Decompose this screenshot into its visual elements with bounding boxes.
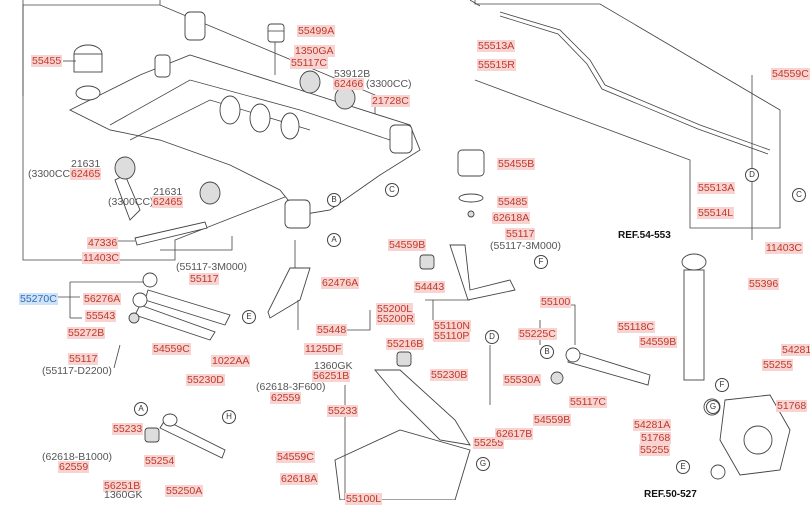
part-label-11403C[interactable]: 11403C: [82, 252, 121, 264]
part-label-54281A[interactable]: 54281A: [633, 419, 672, 431]
callout-F: F: [534, 255, 548, 269]
engine-note-3300cc: (3300CC): [28, 168, 74, 180]
part-label-55233[interactable]: 55233: [112, 423, 144, 435]
part-label-54559B[interactable]: 54559B: [639, 336, 678, 348]
callout-G-right: G: [706, 400, 720, 414]
part-label-1360GK[interactable]: 1360GK: [104, 489, 143, 501]
part-label-55270C-selected[interactable]: 55270C: [19, 293, 58, 305]
part-label-56276A[interactable]: 56276A: [83, 293, 122, 305]
callout-B-lower: B: [540, 345, 554, 359]
part-label-55543[interactable]: 55543: [85, 310, 117, 322]
part-label-55230D[interactable]: 55230D: [186, 374, 225, 386]
part-label-cut[interactable]: 55100L: [345, 493, 383, 505]
callout-E-right: E: [676, 460, 690, 474]
part-label-62559[interactable]: 62559: [270, 392, 302, 404]
part-label-62618A[interactable]: 62618A: [280, 473, 319, 485]
part-label-55117[interactable]: 55117: [505, 228, 536, 240]
part-label-55250A[interactable]: 55250A: [165, 485, 204, 497]
reference-link-54-553[interactable]: REF.54-553: [618, 230, 671, 241]
part-label-62476A[interactable]: 62476A: [321, 277, 360, 289]
engine-note-3300cc: (3300CC): [366, 78, 412, 90]
callout-B: B: [327, 193, 341, 207]
part-label-1360GK[interactable]: 1360GK: [314, 360, 353, 372]
part-label-55255[interactable]: 55255: [639, 444, 671, 456]
part-label-11403C[interactable]: 11403C: [765, 242, 804, 254]
part-note-55117-D2200: (55117-D2200): [42, 365, 112, 377]
callout-C-right: C: [792, 188, 806, 202]
part-label-62617B[interactable]: 62617B: [495, 428, 534, 440]
part-label-55455[interactable]: 55455: [31, 55, 63, 67]
part-label-55117[interactable]: 55117: [189, 273, 220, 285]
callout-G: G: [476, 457, 490, 471]
part-label-55514L[interactable]: 55514L: [697, 207, 735, 219]
part-label-55513A[interactable]: 55513A: [477, 40, 516, 52]
part-label-55530A[interactable]: 55530A: [503, 374, 542, 386]
part-label-1125DF[interactable]: 1125DF: [304, 343, 343, 355]
part-note-55117-3M000: (55117-3M000): [176, 261, 248, 273]
part-label-56251B[interactable]: 56251B: [312, 370, 351, 382]
part-label-54281[interactable]: 54281: [781, 344, 810, 356]
part-label-62466[interactable]: 62466: [333, 78, 365, 90]
part-label-55448[interactable]: 55448: [316, 324, 348, 336]
part-label-21728C[interactable]: 21728C: [371, 95, 410, 107]
part-label-54559C[interactable]: 54559C: [152, 343, 191, 355]
part-label-47336[interactable]: 47336: [87, 237, 119, 249]
part-label-54559B[interactable]: 54559B: [533, 414, 572, 426]
part-label-55200R[interactable]: 55200R: [376, 313, 415, 325]
part-label-55117C[interactable]: 55117C: [290, 57, 329, 69]
part-label-55216B[interactable]: 55216B: [386, 338, 425, 350]
part-label-55513A[interactable]: 55513A: [697, 182, 736, 194]
part-label-55110P[interactable]: 55110P: [433, 330, 471, 342]
part-label-62618A[interactable]: 62618A: [492, 212, 531, 224]
callout-D-right: D: [745, 168, 759, 182]
part-note-55117-3M000: (55117-3M000): [490, 240, 562, 252]
part-label-55255[interactable]: 55255: [473, 437, 505, 449]
part-label-55485[interactable]: 55485: [497, 196, 529, 208]
part-label-55455B[interactable]: 55455B: [497, 158, 536, 170]
part-label-55225C[interactable]: 55225C: [518, 328, 557, 340]
part-label-54559C[interactable]: 54559C: [276, 451, 315, 463]
part-label-55254[interactable]: 55254: [144, 455, 176, 467]
part-label-55233[interactable]: 55233: [327, 405, 359, 417]
part-label-55118C[interactable]: 55118C: [617, 321, 656, 333]
callout-D: D: [485, 330, 499, 344]
part-label-55230B[interactable]: 55230B: [430, 369, 469, 381]
part-label-51768[interactable]: 51768: [640, 432, 672, 444]
part-label-53912B[interactable]: 53912B: [334, 68, 371, 80]
part-label-21631[interactable]: 21631: [71, 158, 101, 170]
part-label-55272B[interactable]: 55272B: [67, 327, 106, 339]
part-label-62559[interactable]: 62559: [58, 461, 90, 473]
engine-note-3300cc: (3300CC): [108, 196, 154, 208]
part-label-62465[interactable]: 62465: [70, 168, 102, 180]
part-label-56251B[interactable]: 56251B: [103, 480, 142, 492]
callout-A: A: [327, 233, 341, 247]
callout-A-lower: A: [134, 402, 148, 416]
callout-F-right: F: [715, 378, 729, 392]
part-label-55515R[interactable]: 55515R: [477, 59, 516, 71]
crossmember-drawing: [68, 11, 421, 229]
callout-E: E: [242, 310, 256, 324]
part-label-55255[interactable]: 55255: [762, 359, 794, 371]
part-label-21631[interactable]: 21631: [153, 186, 183, 198]
callout-H: H: [222, 410, 236, 424]
part-label-55117[interactable]: 55117: [68, 353, 99, 365]
part-note-62618-3F600: (62618-3F600): [256, 381, 326, 393]
part-label-55396[interactable]: 55396: [748, 278, 780, 290]
part-label-51768[interactable]: 51768: [776, 400, 808, 412]
part-label-55110N[interactable]: 55110N: [433, 320, 472, 332]
callout-C: C: [385, 183, 399, 197]
part-label-1350GA[interactable]: 1350GA: [294, 45, 335, 57]
reference-link-50-527[interactable]: REF.50-527: [644, 489, 697, 500]
part-label-54559C[interactable]: 54559C: [771, 68, 810, 80]
part-note-62618-B1000: (62618-B1000): [42, 451, 113, 463]
part-label-55499A[interactable]: 55499A: [297, 25, 336, 37]
part-label-55200L[interactable]: 55200L: [376, 303, 414, 315]
part-label-54559B[interactable]: 54559B: [388, 239, 427, 251]
part-label-55117C[interactable]: 55117C: [569, 396, 608, 408]
part-label-1022AA[interactable]: 1022AA: [211, 355, 251, 367]
part-label-55100[interactable]: 55100: [540, 296, 572, 308]
part-label-62465[interactable]: 62465: [152, 196, 184, 208]
part-label-54443[interactable]: 54443: [414, 281, 446, 293]
